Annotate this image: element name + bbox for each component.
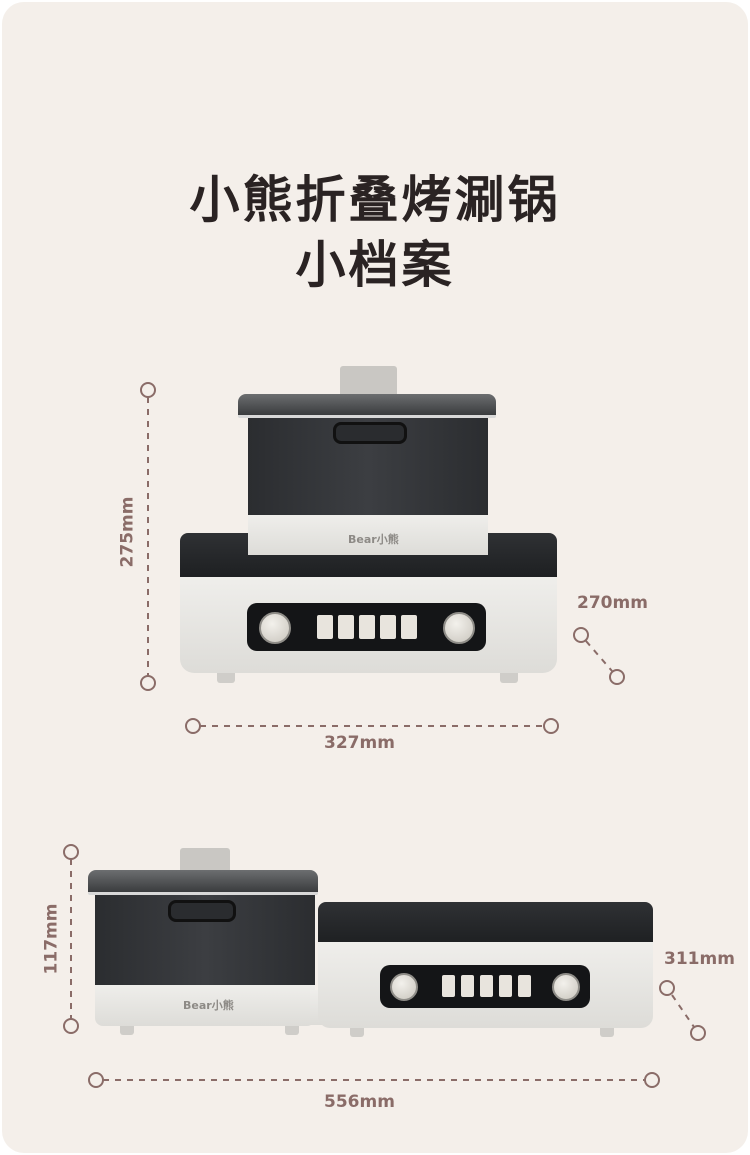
preset-button[interactable] (317, 615, 333, 639)
preset-button[interactable] (401, 615, 417, 639)
bear-logo: Bear小熊 (348, 533, 399, 546)
pot-lid (238, 394, 496, 418)
depth-line-bottom (671, 994, 695, 1028)
depth-label-bottom: 311mm (664, 949, 735, 969)
control-panel (247, 603, 486, 651)
width-label-bottom: 556mm (324, 1092, 395, 1112)
preset-button[interactable] (380, 615, 396, 639)
preset-button[interactable] (518, 975, 531, 997)
depth-line-top (585, 640, 613, 672)
preset-button[interactable] (359, 615, 375, 639)
bear-logo: Bear小熊 (183, 999, 234, 1012)
left-knob[interactable] (390, 973, 418, 1001)
width-label-top: 327mm (324, 733, 395, 753)
pot-lid (88, 870, 318, 895)
depth-label-top: 270mm (577, 593, 648, 613)
preset-button[interactable] (338, 615, 354, 639)
right-knob[interactable] (552, 973, 580, 1001)
right-knob[interactable] (443, 612, 475, 644)
left-knob[interactable] (259, 612, 291, 644)
preset-button[interactable] (442, 975, 455, 997)
height-label-bottom: 117mm (41, 903, 62, 975)
height-label-top: 275mm (117, 496, 138, 568)
title-line-2: 小档案 (295, 236, 455, 294)
hotpot-base: Bear小熊 (95, 985, 315, 1026)
preset-button[interactable] (480, 975, 493, 997)
preset-button[interactable] (499, 975, 512, 997)
control-panel (380, 965, 590, 1008)
hotpot-base: Bear小熊 (248, 515, 488, 555)
title-line-1: 小熊折叠烤涮锅 (189, 171, 561, 229)
preset-button[interactable] (461, 975, 474, 997)
grill-tray (318, 902, 653, 946)
